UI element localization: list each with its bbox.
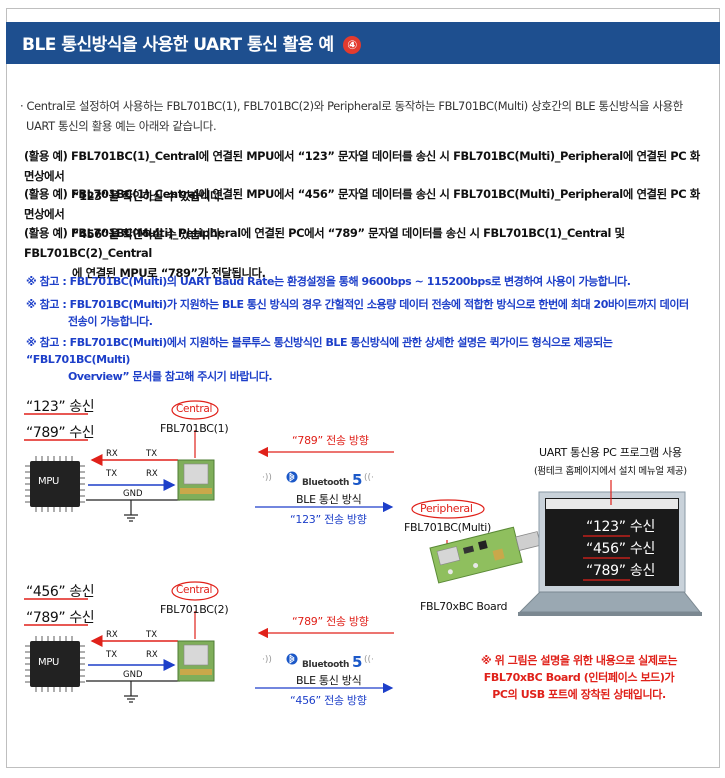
top-rx-left: RX (106, 449, 118, 459)
diagram-red-note: ※ 위 그림은 설명을 위한 내용으로 실제로는 FBL70xBC Board … (472, 652, 686, 703)
bottom-gnd: GND (123, 670, 143, 680)
bottom-recv-label: “789” 수신 (26, 607, 94, 627)
central-badge-bottom: Central (176, 584, 212, 596)
top-arrow-out-label: “123” 전송 방향 (290, 511, 367, 527)
top-tx-right: TX (146, 449, 157, 459)
bottom-rx-right: RX (146, 650, 158, 660)
fbl701bc-1-module (178, 460, 214, 500)
top-bluetooth-word: Bluetooth (302, 478, 349, 488)
mpu-bottom-label: MPU (38, 657, 59, 668)
bottom-tx-right: TX (146, 630, 157, 640)
screen-line-3: “789” 송신 (586, 560, 655, 580)
fbl701bc-2-label: FBL701BC(2) (160, 603, 228, 616)
bottom-send-label: “456” 송신 (26, 581, 94, 601)
bottom-arrow-out-label: “456” 전송 방향 (290, 692, 367, 708)
bottom-ble-label: BLE 통신 방식 (296, 672, 361, 688)
screen-line-2: “456” 수신 (586, 538, 655, 558)
top-gnd: GND (123, 489, 143, 499)
top-recv-label: “789” 수신 (26, 422, 94, 442)
red-note-line-2: FBL70xBC Board (인터페이스 보드)가 (472, 669, 686, 686)
top-arrow-in-label: “789” 전송 방향 (292, 432, 369, 448)
svg-text:((·: ((· (364, 473, 374, 483)
fbl701bc-2-module (178, 641, 214, 681)
top-rx-right: RX (146, 469, 158, 479)
top-ble-label: BLE 통신 방식 (296, 491, 361, 507)
central-badge-top: Central (176, 403, 212, 415)
fbl701bc-1-label: FBL701BC(1) (160, 422, 228, 435)
svg-text:·)): ·)) (262, 473, 272, 483)
bottom-bluetooth-version: 5 (352, 653, 362, 671)
top-send-label: “123” 송신 (26, 396, 94, 416)
red-note-line-3: PC의 USB 포트에 장착된 상태입니다. (472, 686, 686, 703)
bottom-rx-left: RX (106, 630, 118, 640)
bottom-bluetooth-text: Bluetooth 5 (302, 653, 362, 671)
svg-text:·)): ·)) (262, 655, 272, 665)
pc-title: UART 통신용 PC 프로그램 사용 (539, 444, 682, 460)
screen-line-1: “123” 수신 (586, 516, 655, 536)
top-tx-left: TX (106, 469, 117, 479)
top-bluetooth-version: 5 (352, 471, 362, 489)
svg-text:((·: ((· (364, 655, 374, 665)
bottom-tx-left: TX (106, 650, 117, 660)
top-bluetooth-text: Bluetooth 5 (302, 471, 362, 489)
bottom-arrow-in-label: “789” 전송 방향 (292, 613, 369, 629)
pc-subtitle: (펌테크 홈페이지에서 설치 메뉴얼 제공) (534, 463, 687, 477)
board-label: FBL70xBC Board (420, 600, 507, 613)
red-note-line-1: ※ 위 그림은 설명을 위한 내용으로 실제로는 (472, 652, 686, 669)
bottom-bluetooth-word: Bluetooth (302, 660, 349, 670)
peripheral-badge: Peripheral (420, 502, 473, 515)
peripheral-module-label: FBL701BC(Multi) (404, 521, 491, 534)
mpu-top-label: MPU (38, 476, 59, 487)
